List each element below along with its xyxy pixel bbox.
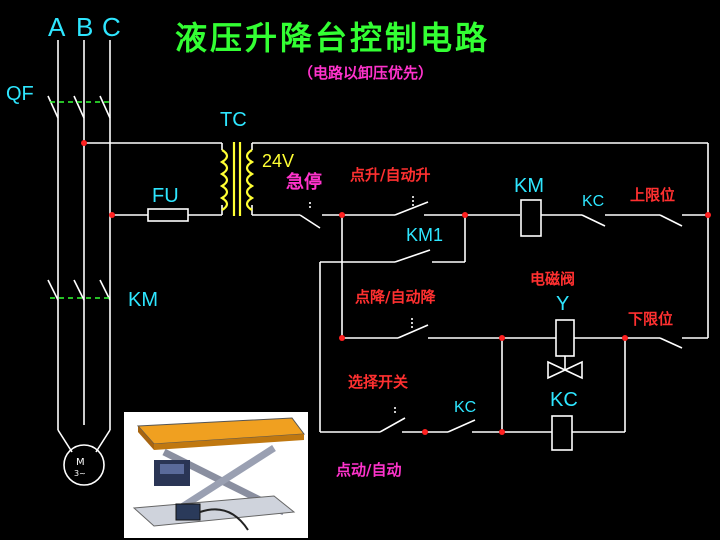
fuse-symbol (147, 208, 189, 222)
voltage-label: 24V (262, 151, 295, 171)
valve-label: 电磁阀 (530, 270, 576, 288)
motor-m-label: M (76, 457, 85, 468)
transformer-symbol (219, 142, 255, 216)
up-limit-label: 上限位 (630, 186, 676, 204)
down-limit-label: 下限位 (628, 310, 674, 328)
km-coil-symbol (520, 199, 542, 237)
valve-coil-symbol (555, 319, 575, 357)
node (462, 212, 468, 218)
motor-phase-label: 3~ (74, 469, 86, 478)
selector-switch-label: 选择开关 (348, 373, 409, 391)
node (339, 335, 345, 341)
diagram-title: 液压升降台控制电路 (175, 19, 491, 57)
mode-label: 点动/自动 (336, 461, 402, 479)
km-coil-label: KM (514, 175, 544, 197)
node (81, 140, 87, 146)
phase-c-label: C (102, 12, 121, 42)
km1-label: KM1 (406, 225, 444, 245)
node (422, 429, 428, 435)
motor-symbol (63, 444, 105, 486)
node (705, 212, 711, 218)
qf-label: QF (6, 83, 34, 105)
node (109, 212, 115, 218)
valve-y-label: Y (556, 293, 570, 315)
up-button-label: 点升/自动升 (350, 166, 431, 184)
down-button-label: 点降/自动降 (355, 288, 436, 306)
fu-label: FU (152, 185, 179, 207)
node (499, 429, 505, 435)
node (339, 212, 345, 218)
phase-a-label: A (48, 12, 66, 42)
diagram-subtitle: （电路以卸压优先） (298, 64, 434, 82)
km-main-label: KM (128, 289, 158, 311)
kc-contact-label: KC (582, 193, 605, 210)
kc-coil-label: KC (550, 389, 578, 411)
node (622, 335, 628, 341)
lift-table-photo (124, 412, 308, 538)
phase-b-label: B (76, 12, 94, 42)
estop-label: 急停 (286, 172, 322, 193)
node (499, 335, 505, 341)
kc-contact2-label: KC (454, 399, 477, 416)
tc-label: TC (220, 109, 247, 131)
kc-coil-symbol (551, 415, 573, 451)
